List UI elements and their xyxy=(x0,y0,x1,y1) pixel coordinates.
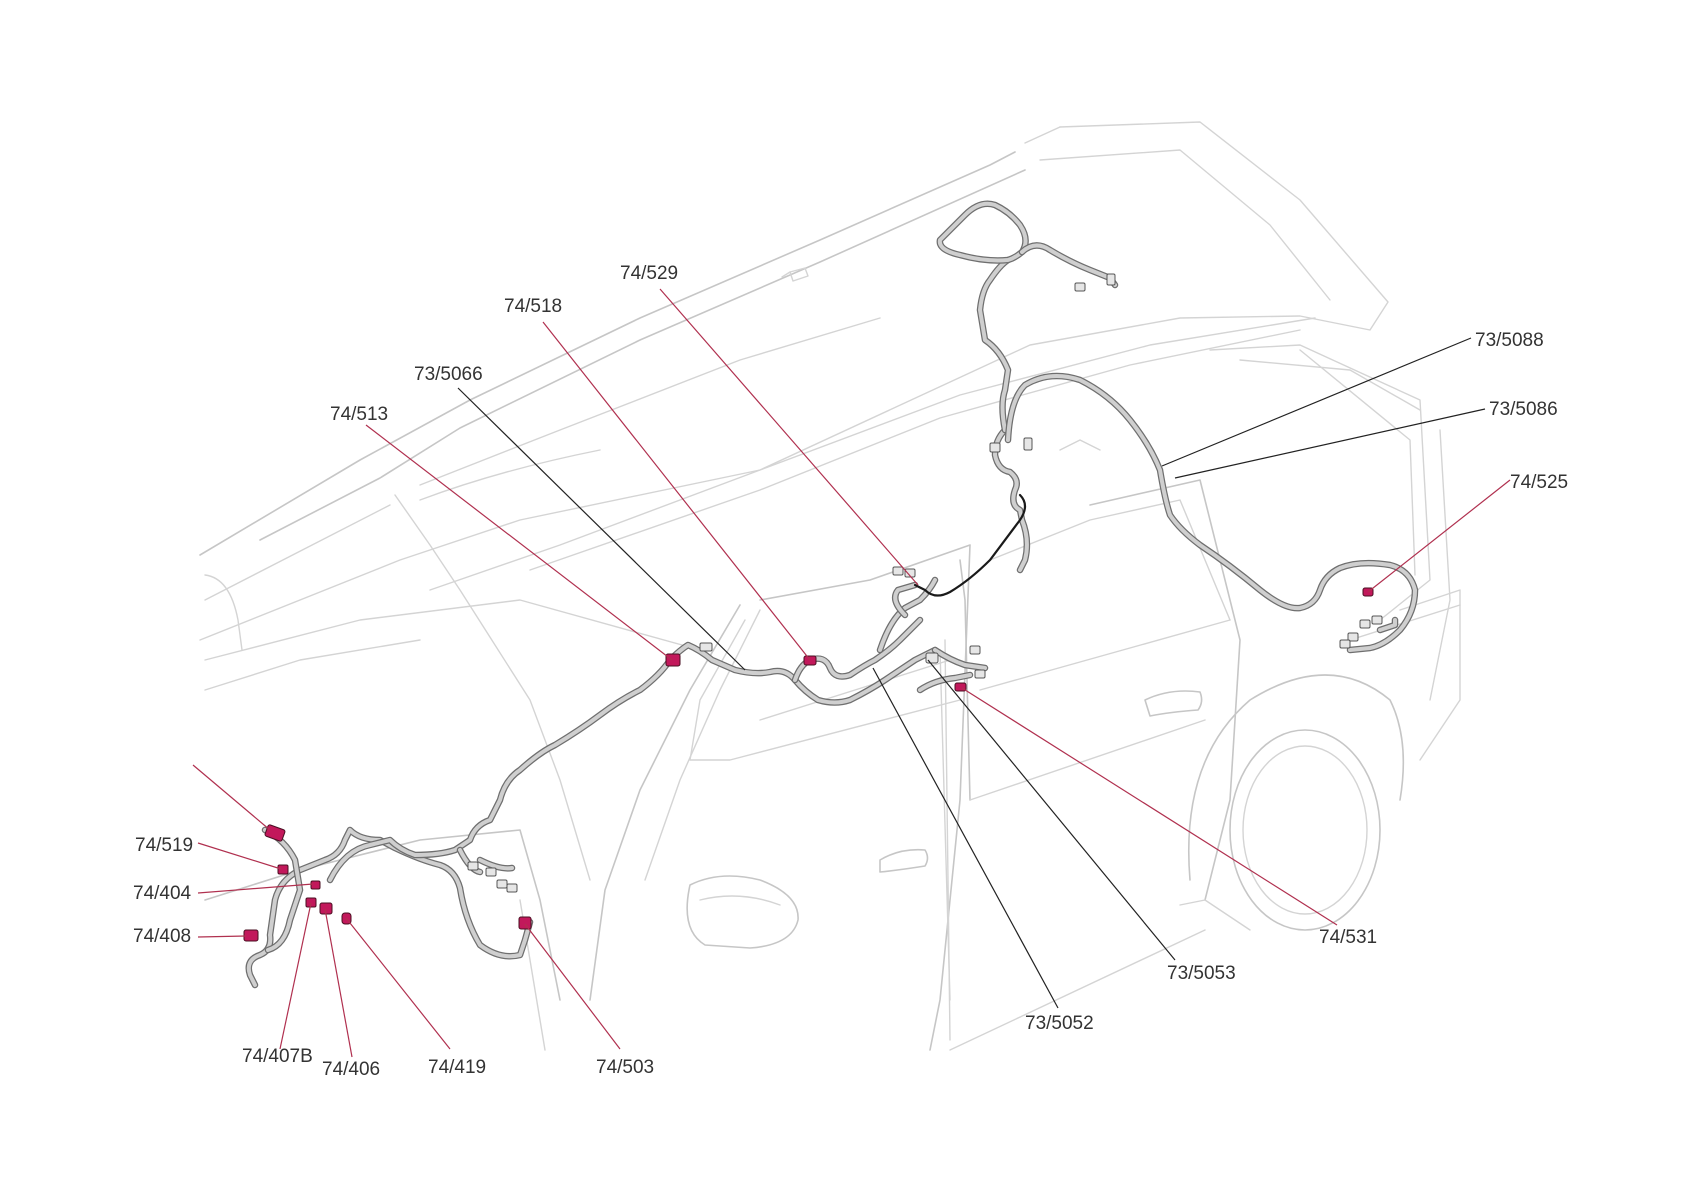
connector-plain xyxy=(1340,640,1350,648)
leader-74-513 xyxy=(366,425,672,660)
callout-74-419: 74/419 xyxy=(428,1058,486,1077)
connector-plain xyxy=(893,567,903,575)
leader-74-529 xyxy=(660,289,918,585)
connector-plain xyxy=(486,868,496,876)
connector-plain xyxy=(970,646,980,654)
callout-74-513: 74/513 xyxy=(330,405,388,424)
leader-74-408 xyxy=(198,936,246,937)
connector-plain xyxy=(1372,616,1382,624)
callout-73-5088: 73/5088 xyxy=(1475,331,1544,350)
callout-74-529: 74/529 xyxy=(620,264,678,283)
connector-74-513 xyxy=(666,654,680,666)
connector-plain xyxy=(700,643,712,651)
callout-73-5053: 73/5053 xyxy=(1167,964,1236,983)
leader-74-407b xyxy=(280,903,311,1049)
connector-73-5052 xyxy=(926,653,938,663)
connector-plain xyxy=(1075,283,1085,291)
connector-plain xyxy=(1360,620,1370,628)
main-harness xyxy=(249,204,1415,985)
connector-plain xyxy=(507,884,517,892)
leader-74-404 xyxy=(198,884,313,893)
callout-74-406: 74/406 xyxy=(322,1060,380,1079)
connectors-plain xyxy=(468,274,1382,892)
leader-73-5086 xyxy=(1175,409,1485,478)
dark-wire xyxy=(925,495,1025,596)
connector-74-408 xyxy=(244,930,258,941)
leader-74-503 xyxy=(525,924,620,1049)
leader-73-5052 xyxy=(873,668,1058,1008)
callout-73-5086: 73/5086 xyxy=(1489,400,1558,419)
callout-74-518: 74/518 xyxy=(504,297,562,316)
callout-74-531: 74/531 xyxy=(1319,928,1377,947)
leader-74-518 xyxy=(543,322,810,660)
leader-74-525 xyxy=(1368,480,1510,592)
leader-74-419 xyxy=(346,918,450,1049)
connector-74-503 xyxy=(519,917,531,929)
connector-plain xyxy=(497,880,507,888)
connector-74-519-top xyxy=(264,824,285,841)
car-body-outline xyxy=(200,122,1460,1050)
callout-74-503: 74/503 xyxy=(596,1058,654,1077)
connector-plain xyxy=(468,862,478,870)
connector-plain xyxy=(990,443,1000,452)
connector-74-518 xyxy=(804,656,816,665)
callout-73-5066: 73/5066 xyxy=(414,365,483,384)
leader-74-519 xyxy=(198,843,281,869)
callout-73-5052: 73/5052 xyxy=(1025,1014,1094,1033)
callout-74-525: 74/525 xyxy=(1510,473,1568,492)
connector-74-519 xyxy=(278,865,288,874)
leader-73-5053 xyxy=(928,660,1175,960)
connector-plain xyxy=(1107,274,1115,285)
leader-74-406 xyxy=(325,909,352,1057)
callout-74-519: 74/519 xyxy=(135,836,193,855)
leader-top-left xyxy=(193,765,270,830)
connector-plain xyxy=(1024,438,1032,450)
callout-74-407b: 74/407B xyxy=(242,1047,313,1066)
connector-74-404 xyxy=(311,881,320,889)
connector-plain xyxy=(975,670,985,678)
callout-74-408: 74/408 xyxy=(133,927,191,946)
leader-74-531 xyxy=(962,688,1337,925)
callout-74-404: 74/404 xyxy=(133,884,191,903)
